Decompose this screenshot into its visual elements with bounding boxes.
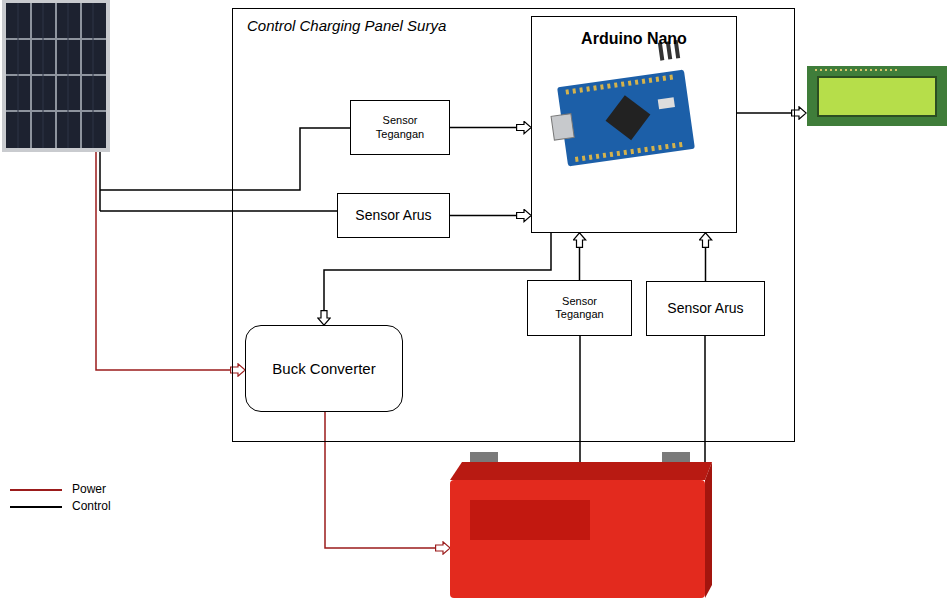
control-arrow: [579, 233, 581, 280]
legend-text: Power: [72, 482, 106, 496]
arduino-board: [543, 40, 695, 168]
lcd-pins: [815, 69, 900, 71]
sensor-box: Sensor Arus: [646, 281, 765, 336]
node-label: Sensor Tegangan: [549, 295, 611, 321]
lcd-board: [807, 66, 947, 126]
panel-cell-lines: [18, 3, 93, 148]
control-wire: [580, 336, 705, 462]
power-wire: [96, 152, 245, 370]
battery-label: [470, 500, 590, 540]
battery: [450, 452, 712, 598]
legend-sample: [10, 489, 62, 491]
battery-top: [450, 462, 712, 480]
system-box: Control Charging Panel SuryaArduino Nano…: [232, 8, 795, 442]
connectors: [324, 128, 706, 326]
control-wire: [737, 112, 806, 114]
node-label: Sensor Arus: [667, 300, 743, 317]
controller-box: Arduino Nano: [531, 16, 737, 233]
control-arrow: [450, 127, 531, 129]
battery-side: [705, 462, 712, 598]
node-label: Buck Converter: [272, 360, 375, 378]
board-pcb: [557, 69, 695, 166]
usb-port: [551, 114, 574, 141]
node-label: Arduino Nano: [581, 29, 687, 48]
lcd-screen: [818, 77, 936, 116]
control-arrow: [450, 215, 531, 217]
panel-grid: [6, 3, 106, 148]
legend-text: Control: [72, 499, 111, 513]
sensor-box: Sensor Tegangan: [527, 280, 632, 336]
sensor-box: Sensor Tegangan: [350, 100, 450, 155]
pin-header: [566, 77, 686, 160]
control-arrow: [705, 233, 707, 281]
legend-sample: [10, 506, 62, 508]
button: [658, 97, 675, 109]
node-label: Sensor Arus: [355, 207, 431, 224]
node-label: Sensor Tegangan: [369, 114, 431, 140]
node-label: Control Charging Panel Surya: [247, 17, 446, 35]
chip: [606, 95, 651, 140]
converter-box: Buck Converter: [245, 325, 403, 412]
control-wire: [100, 128, 350, 211]
sensor-box: Sensor Arus: [337, 193, 450, 238]
lcd-display: [807, 66, 947, 126]
battery-body: [450, 480, 705, 598]
control-arrow: [324, 233, 551, 325]
solar-panel: [2, 0, 110, 152]
power-wire: [325, 412, 450, 548]
panel-cells: [6, 3, 106, 148]
panel-frame: [2, 0, 110, 152]
